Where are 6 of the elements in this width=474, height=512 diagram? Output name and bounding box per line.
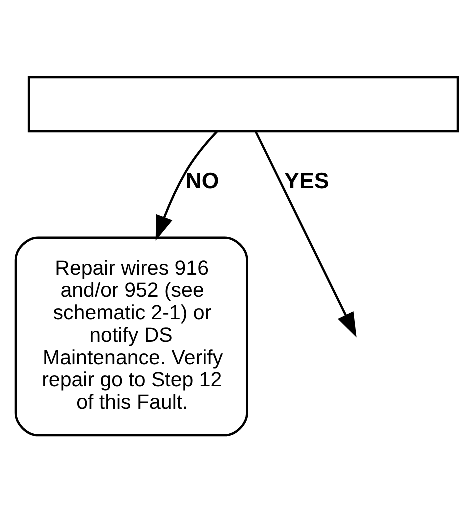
arrow xyxy=(156,130,218,240)
node-box: Repair wires 916 and/or 952 (see schematic 2-1) or notify DS Maintenance. Verify repair go to Step 12 of this Fault. xyxy=(14,236,248,436)
arrow xyxy=(254,130,357,338)
node-box xyxy=(28,76,460,132)
edge-label: NO xyxy=(186,168,220,194)
edge-label: YES xyxy=(284,168,330,194)
